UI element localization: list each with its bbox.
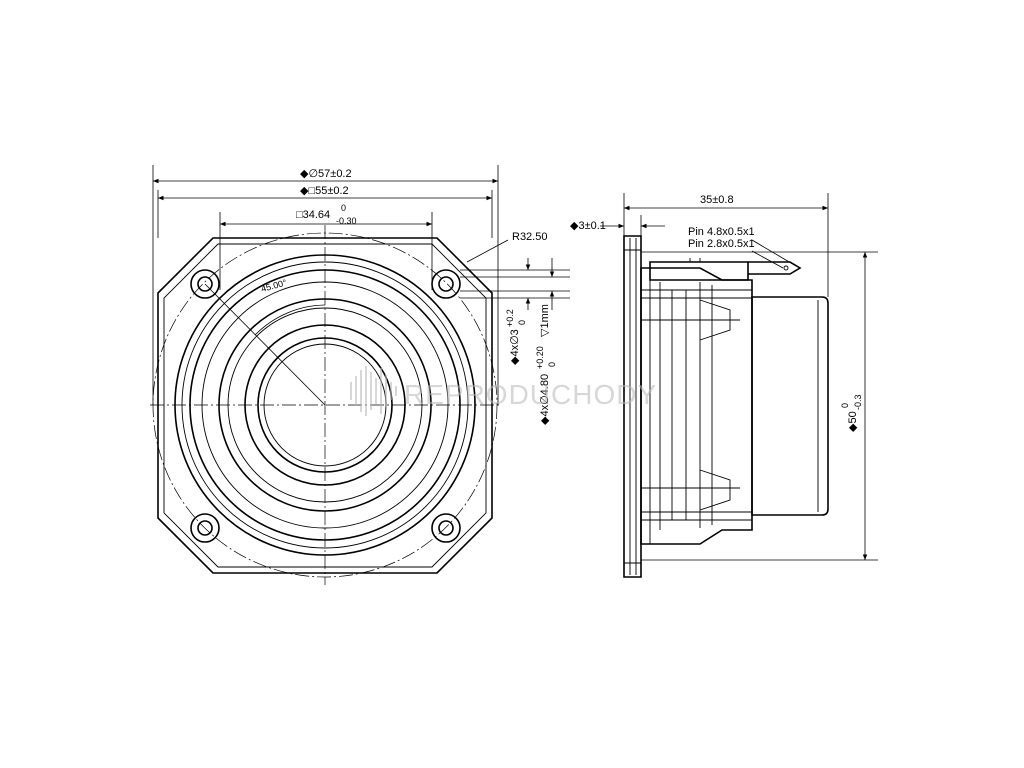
frame-outline <box>157 237 493 574</box>
pin-small-label: Pin 2.8x0.5x1 <box>688 238 755 250</box>
pin-large <box>748 261 802 275</box>
dim-height-tol-lower: -0.3 <box>853 394 863 410</box>
angle-arc <box>254 304 326 336</box>
dim-flange: ◆3±0.1 <box>570 220 606 232</box>
basket-body <box>640 267 753 545</box>
dim-square: ◆□55±0.2 <box>300 185 349 197</box>
frame-inner-outline <box>163 243 487 568</box>
flange-plate <box>623 235 642 578</box>
radius-leader <box>466 239 509 263</box>
terminal-block <box>649 261 749 281</box>
dim-hole-large-tol-lower: 0 <box>547 362 557 367</box>
mounting-hole-bl <box>190 513 220 543</box>
watermark-bars-icon <box>350 366 397 416</box>
dim-hole-large-tol: +0.20 <box>535 346 545 369</box>
mounting-hole-br <box>431 513 461 543</box>
dim-hole-large: ◆4x∅4.80 <box>539 374 551 425</box>
dim-depth: 35±0.8 <box>700 194 734 206</box>
dim-radius: R32.50 <box>512 231 547 243</box>
dim-hole-small-tol-lower: 0 <box>517 320 527 325</box>
dim-inner-square: □34.64 <box>296 209 330 221</box>
diagonal-line <box>204 283 326 406</box>
pin-large-label: Pin 4.8x0.5x1 <box>688 226 755 238</box>
dim-inner-square-tol-lower: -0.30 <box>336 216 357 226</box>
dim-hole-small-tol: +0.2 <box>505 309 515 327</box>
dim-outer-dia: ◆∅57±0.2 <box>300 168 352 180</box>
dim-inner-square-tol-upper: 0 <box>341 203 346 213</box>
side-view: Pin 4.8x0.5x1 Pin 2.8x0.5x1 35±0.8 ◆3±0.… <box>570 193 878 578</box>
dim-height: ◆50 <box>847 411 859 432</box>
dim-hole-small: ◆4x∅3 <box>509 329 521 365</box>
dim-hole-depth: ▽1mm <box>539 304 551 337</box>
front-view: 45.00° ◆∅57±0.2 ◆□55±0.2 □34.64 0 -0.30 … <box>150 165 570 585</box>
watermark-text: REPRODUCHODY <box>404 379 657 410</box>
watermark: REPRODUCHODY <box>350 366 657 416</box>
angle-label: 45.00° <box>260 277 288 294</box>
mounting-hole-tl <box>190 269 220 299</box>
dim-height-tol-upper: 0 <box>840 403 850 408</box>
magnet <box>751 296 829 516</box>
mounting-hole-tr <box>431 269 461 299</box>
